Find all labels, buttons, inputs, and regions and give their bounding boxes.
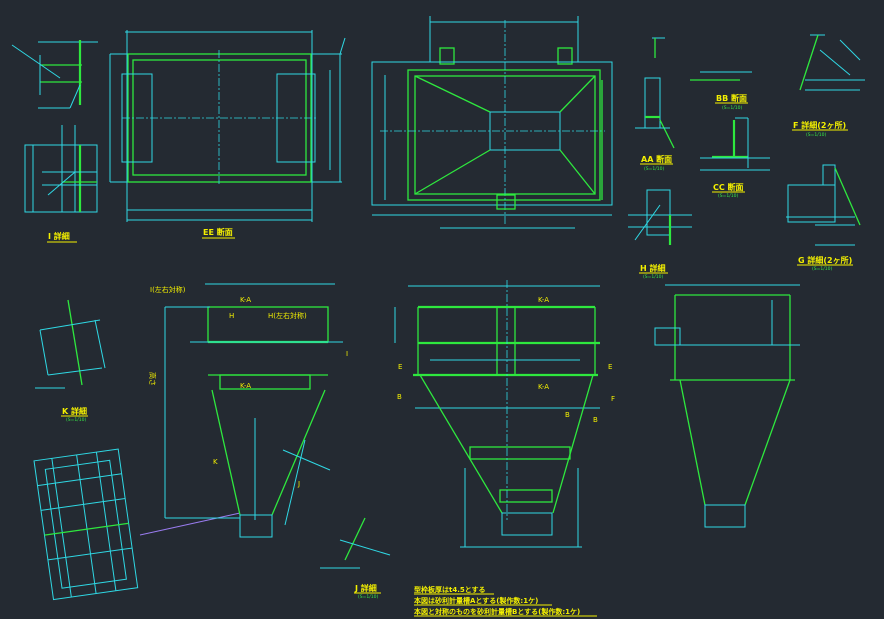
label-height-mark: 高さ bbox=[148, 372, 157, 386]
front-view-middle-drawing bbox=[394, 280, 600, 548]
section-bb-title: BB 断面 bbox=[716, 93, 747, 103]
detail-h-scale: (S=1/10) bbox=[643, 274, 663, 280]
detail-k-title: K 詳細 bbox=[62, 406, 87, 416]
section-aa-title: AA 断面 bbox=[641, 154, 672, 164]
note-2: 本図は砂利計量槽Aとする(製作数:1ケ) bbox=[413, 596, 538, 605]
label-f: F bbox=[611, 395, 615, 403]
detail-j-title: J 詳細 bbox=[354, 583, 377, 593]
label-i: I bbox=[346, 350, 348, 358]
plan-view-drawing bbox=[371, 16, 613, 229]
label-e-left: E bbox=[398, 363, 402, 371]
detail-g-drawing bbox=[786, 164, 861, 246]
section-ee-title: EE 断面 bbox=[203, 227, 233, 237]
front-view-left-drawing bbox=[164, 283, 343, 538]
detail-j-drawing bbox=[320, 517, 391, 569]
section-cc-scale: (S=1/10) bbox=[718, 193, 738, 199]
grid-detail-drawing bbox=[33, 448, 139, 601]
leader-line bbox=[139, 512, 241, 536]
label-ka-1: K-A bbox=[240, 296, 251, 304]
detail-f-scale: (S=1/10) bbox=[806, 132, 826, 138]
label-h-symmetric: H(左右対称) bbox=[268, 311, 307, 320]
label-ka-3: K-A bbox=[538, 296, 549, 304]
detail-k-drawing bbox=[35, 299, 106, 389]
label-k: K bbox=[213, 458, 218, 466]
label-j: J bbox=[297, 480, 300, 488]
detail-h-title: H 詳細 bbox=[640, 263, 665, 273]
note-1: 型枠板厚はt4.5とする bbox=[414, 585, 486, 594]
detail-j-scale: (S=1/10) bbox=[358, 594, 378, 600]
note-3: 本図と対称のものを砂利計量槽Bとする(製作数:1ケ) bbox=[413, 607, 580, 616]
detail-f-title: F 詳細(2ヶ所) bbox=[793, 120, 846, 130]
label-h: H bbox=[229, 312, 234, 320]
detail-i-title: I 詳細 bbox=[48, 231, 70, 241]
label-b-left: B bbox=[397, 393, 402, 401]
label-b-mid2: B bbox=[593, 416, 598, 424]
detail-f-drawing bbox=[799, 34, 865, 91]
detail-k-scale: (S=1/10) bbox=[66, 417, 86, 423]
section-cc-drawing bbox=[700, 117, 770, 171]
section-ee-drawing bbox=[109, 30, 346, 222]
notes-block: 型枠板厚はt4.5とする 本図は砂利計量槽Aとする(製作数:1ケ) 本図と対称の… bbox=[413, 585, 597, 617]
section-cc-title: CC 断面 bbox=[713, 182, 744, 192]
front-view-right-drawing bbox=[654, 284, 800, 528]
section-bb-drawing bbox=[652, 37, 752, 81]
detail-i-drawing bbox=[11, 40, 98, 213]
label-i-symmetric: I(左右対称) bbox=[150, 285, 186, 294]
label-e-right: E bbox=[608, 363, 612, 371]
section-bb-scale: (S=1/10) bbox=[722, 105, 742, 111]
section-aa-scale: (S=1/10) bbox=[644, 166, 664, 172]
detail-h-drawing bbox=[628, 189, 692, 245]
label-ka-4: K-A bbox=[538, 383, 549, 391]
detail-g-scale: (S=1/10) bbox=[812, 266, 832, 272]
label-ka-2: K-A bbox=[240, 382, 251, 390]
label-b-mid1: B bbox=[565, 411, 570, 419]
section-aa-drawing bbox=[601, 77, 675, 200]
detail-g-title: G 詳細(2ヶ所) bbox=[798, 255, 852, 265]
